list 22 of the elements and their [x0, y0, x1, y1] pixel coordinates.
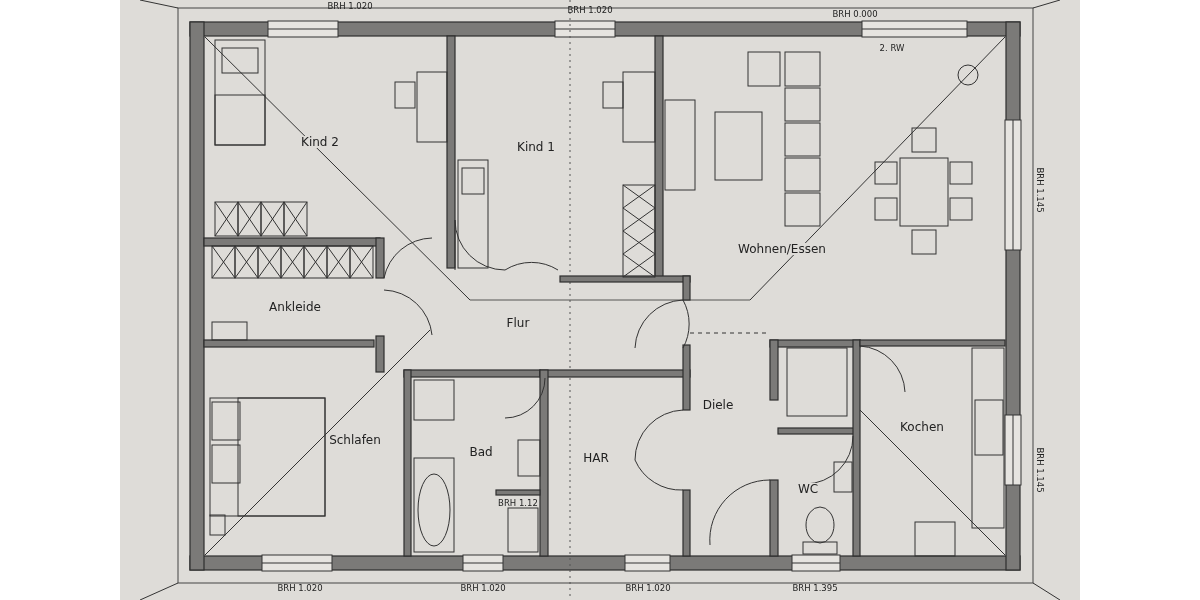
window-sill-height-label: BRH 1.020: [327, 1, 373, 11]
room-label: HAR: [583, 452, 609, 464]
room-label: Wohnen/Essen: [738, 243, 826, 255]
room-label: Kind 2: [301, 136, 339, 148]
window-sill-height-label: BRH 1.395: [792, 583, 838, 593]
room-label: Kochen: [900, 421, 944, 433]
window-sill-height-label: BRH 1.020: [567, 5, 613, 15]
window-sill-height-label: BRH 1.020: [277, 583, 323, 593]
room-label: WC: [797, 483, 819, 495]
window-sill-height-label: BRH 1.12: [498, 498, 538, 508]
room-label: Kind 1: [517, 141, 555, 153]
window-sill-height-label: BRH 1.020: [625, 583, 671, 593]
room-label: Schlafen: [329, 434, 381, 446]
room-label: Flur: [506, 317, 530, 329]
window-sill-height-label: BRH 1.020: [460, 583, 506, 593]
window-sill-height-label: BRH 0.000: [832, 9, 878, 19]
window-sill-height-label: 2. RW: [879, 43, 905, 53]
room-label: Ankleide: [269, 301, 321, 313]
room-label: Bad: [469, 446, 493, 458]
room-label: Diele: [702, 399, 734, 411]
window-sill-height-label: BRH 1.145: [1035, 167, 1045, 213]
window-sill-height-label: BRH 1.145: [1035, 447, 1045, 493]
